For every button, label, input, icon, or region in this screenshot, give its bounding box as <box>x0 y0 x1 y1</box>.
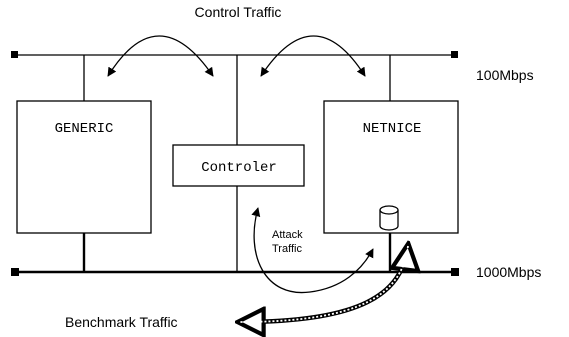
control-traffic-arrows <box>107 35 366 77</box>
bus-100mbps-left-terminator <box>11 51 18 58</box>
netnice-label: NETNICE <box>363 121 422 137</box>
bus-1000mbps-right-terminator <box>451 268 459 276</box>
control-arrow-left <box>107 35 214 77</box>
generic-node: GENERIC <box>16 100 152 234</box>
bus-1000mbps <box>11 268 459 276</box>
bus-100mbps-right-terminator <box>451 51 458 58</box>
control-traffic-label: Control Traffic <box>195 4 282 20</box>
benchmark-traffic-label: Benchmark Traffic <box>65 314 178 330</box>
attack-traffic-label-line1: Attack <box>272 229 303 241</box>
controller-label: Controler <box>201 160 277 176</box>
control-arrow-right <box>260 35 366 77</box>
benchmark-traffic-arrow <box>240 246 408 322</box>
bus-1000mbps-label: 1000Mbps <box>476 264 541 280</box>
interface-cylinder-icon <box>379 205 399 231</box>
bus-100mbps-label: 100Mbps <box>476 67 534 83</box>
attack-traffic-label-line2: Traffic <box>272 243 302 255</box>
bus-1000mbps-left-terminator <box>11 268 19 276</box>
controller-node: Controler <box>172 144 305 187</box>
generic-label: GENERIC <box>55 121 114 137</box>
bus-100mbps <box>11 51 458 58</box>
